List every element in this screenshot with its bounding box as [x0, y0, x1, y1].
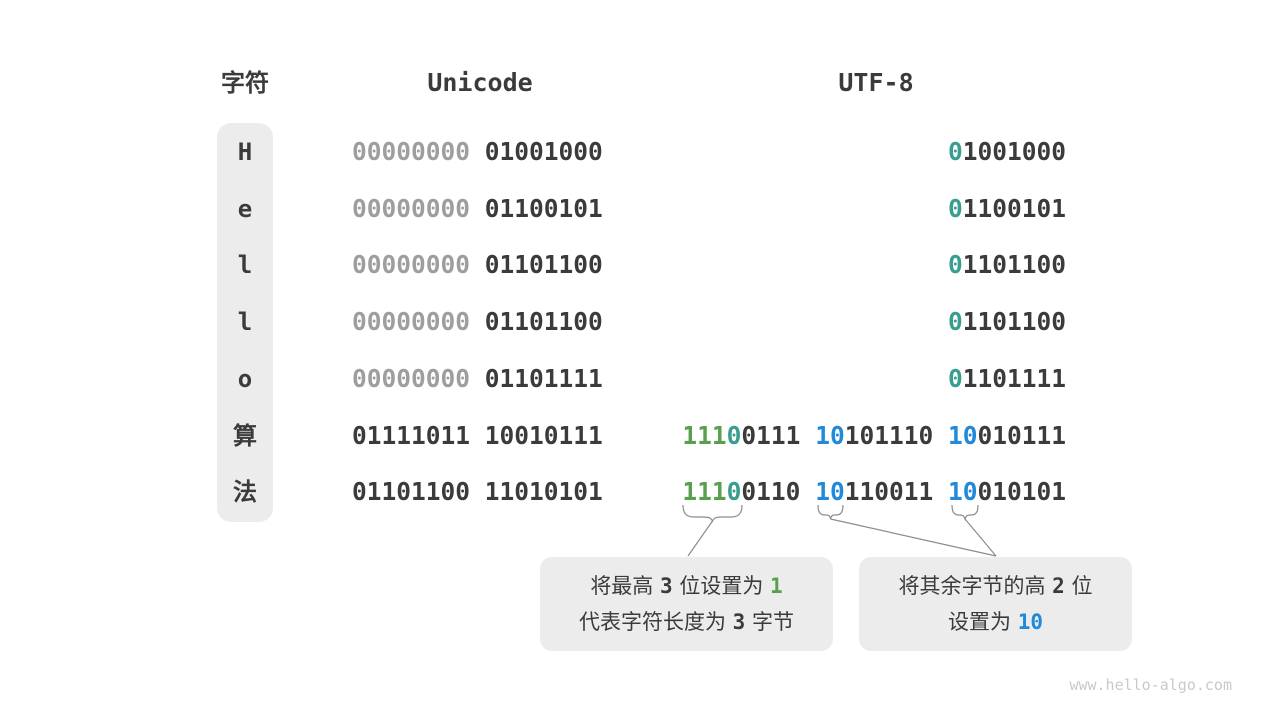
text-segment: 将最高: [590, 574, 660, 598]
text-segment: 01101100 11010101: [352, 477, 603, 507]
utf8-binary: 01101100: [948, 245, 1066, 285]
text-segment: 010101: [977, 477, 1066, 507]
text-segment: 位设置为: [672, 574, 771, 598]
text-segment: 00000000: [352, 137, 471, 166]
text-segment: 01111011 10010111: [352, 420, 603, 450]
char-cell: l: [237, 308, 253, 337]
char-cell: l: [237, 251, 253, 280]
text-segment: 0: [947, 363, 963, 393]
text-segment: 01101100: [470, 307, 603, 337]
text-segment: 111: [682, 477, 727, 507]
text-segment: 01001000: [470, 137, 603, 166]
unicode-binary: 01101100 11010101: [352, 472, 603, 512]
unicode-binary: 00000000 01101111: [352, 359, 603, 399]
callout-line: 代表字符长度为 3 字节: [579, 604, 794, 640]
callout-line: 设置为 10: [948, 604, 1043, 640]
text-segment: 代表字符长度为: [578, 610, 733, 634]
character-column-background: [217, 123, 273, 522]
text-segment: 3: [732, 610, 746, 634]
text-segment: 10: [947, 420, 978, 450]
column-header-character: 字符: [221, 69, 269, 97]
text-segment: 00000000: [352, 193, 471, 223]
utf8-binary: 01101100: [948, 302, 1066, 342]
text-segment: 0111: [741, 420, 816, 450]
char-cell: H: [237, 138, 253, 166]
text-segment: 2: [1052, 574, 1065, 598]
unicode-binary: 01111011 10010111: [352, 416, 603, 456]
unicode-binary: 00000000 01101100: [352, 245, 603, 285]
text-segment: 10: [815, 420, 845, 450]
char-cell: e: [237, 194, 253, 223]
text-segment: 010111: [977, 420, 1066, 450]
text-segment: 10: [947, 477, 978, 507]
text-segment: 3: [660, 574, 673, 598]
text-segment: 111: [682, 420, 727, 450]
text-segment: 110011: [844, 477, 948, 507]
text-segment: 01100101: [470, 193, 603, 223]
text-segment: 字节: [745, 610, 795, 634]
connector-line-left-callout: [687, 520, 713, 557]
utf8-binary: 11100110 10110011 10010101: [682, 472, 1066, 512]
utf8-binary: 01100101: [948, 189, 1066, 229]
utf8-binary: 11100111 10101110 10010111: [682, 416, 1066, 456]
text-segment: 00000000: [352, 363, 471, 393]
connector-line-right-callout-b: [964, 518, 997, 557]
char-cell: 法: [233, 478, 257, 507]
text-segment: 0: [947, 307, 963, 337]
text-segment: 10: [1017, 610, 1043, 634]
callout-line: 将其余字节的高 2 位: [898, 568, 1092, 604]
text-segment: 00000000: [352, 250, 471, 280]
text-segment: 0: [726, 477, 742, 507]
text-segment: 01101111: [470, 363, 603, 393]
text-segment: 将其余字节的高: [898, 574, 1053, 598]
text-segment: 设置为: [948, 610, 1018, 634]
callout-line: 将最高 3 位设置为 1: [590, 568, 782, 604]
text-segment: 101110: [844, 420, 948, 450]
text-segment: 0: [947, 137, 963, 166]
text-segment: 1: [770, 574, 783, 598]
column-header-utf8: UTF-8: [838, 68, 914, 97]
unicode-binary: 00000000 01001000: [352, 132, 603, 172]
text-segment: 0110: [741, 477, 816, 507]
connector-line-right-callout-a: [830, 518, 997, 557]
text-segment: 0: [947, 193, 963, 223]
unicode-binary: 00000000 01100101: [352, 189, 603, 229]
utf8-binary: 01101111: [948, 359, 1066, 399]
callout-continuation-bits: 将其余字节的高 2 位设置为 10: [859, 557, 1132, 651]
text-segment: 0: [947, 250, 963, 280]
watermark: www.hello-algo.com: [1069, 676, 1232, 694]
text-segment: 1101111: [962, 363, 1066, 393]
text-segment: 1101100: [962, 307, 1066, 337]
text-segment: 1001000: [962, 137, 1066, 166]
char-cell: 算: [233, 421, 257, 450]
text-segment: 1100101: [962, 193, 1066, 223]
unicode-binary: 00000000 01101100: [352, 302, 603, 342]
text-segment: 10: [815, 477, 845, 507]
utf8-binary: 01001000: [948, 132, 1066, 172]
char-cell: o: [237, 364, 253, 393]
text-segment: 00000000: [352, 307, 471, 337]
text-segment: 1101100: [962, 250, 1066, 280]
text-segment: 0: [726, 420, 742, 450]
text-segment: 01101100: [470, 250, 603, 280]
column-header-unicode: Unicode: [427, 68, 533, 97]
text-segment: 位: [1064, 574, 1093, 598]
